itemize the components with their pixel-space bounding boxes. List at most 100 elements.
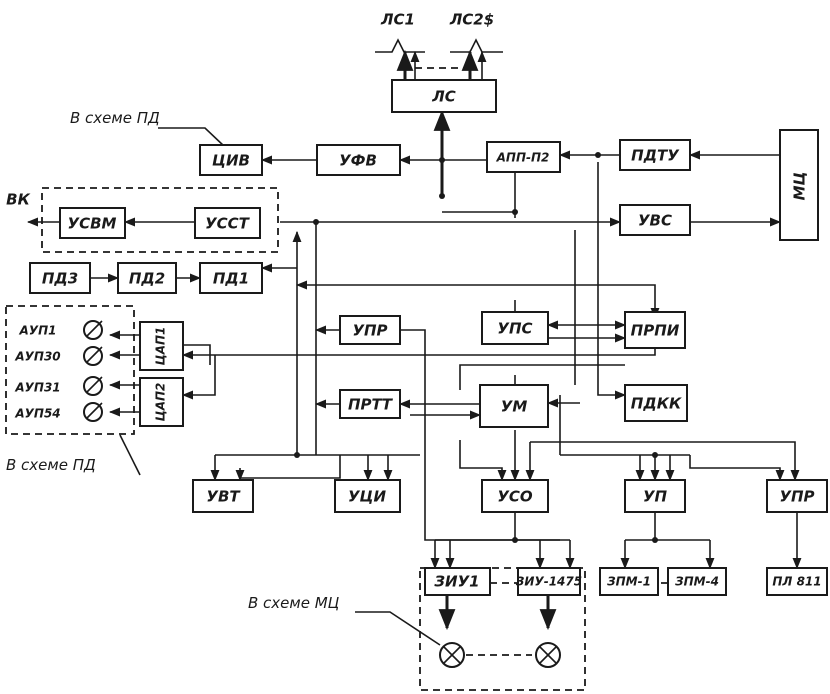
block-upr-mid — [339, 315, 401, 345]
gauge-icon — [83, 402, 103, 422]
block-ziu1 — [424, 567, 491, 596]
prpi-to-tsap1 — [181, 345, 656, 360]
block-pdtu-label: ПДТУ — [631, 147, 680, 165]
aup-instruments: АУП1 АУП30 АУП31 АУП54 — [14, 320, 103, 422]
block-usvm-label: УСВМ — [68, 215, 117, 233]
block-ziu1-label: ЗИУ1 — [434, 573, 479, 591]
tsap-bus — [183, 344, 211, 365]
aup-label: АУП1 — [19, 324, 57, 338]
app-to-pdkk — [597, 162, 627, 400]
lamp-icon — [439, 642, 465, 668]
block-usst — [194, 207, 261, 239]
to-upr-right — [530, 441, 800, 482]
aup-label: АУП31 — [14, 381, 60, 395]
junction-dot — [512, 537, 518, 543]
callout-mc — [355, 611, 441, 646]
gauge-icon — [83, 346, 103, 366]
aup-group-frame — [5, 305, 135, 435]
aup-label: АУП30 — [14, 350, 60, 364]
block-pd2-label: ПД2 — [129, 270, 165, 288]
block-upr-right-label: УПР — [779, 488, 814, 506]
block-up-label: УП — [643, 488, 668, 506]
block-up — [624, 479, 686, 513]
junction-dot — [512, 209, 518, 215]
block-ups-label: УПС — [497, 320, 532, 338]
gauge-icon — [83, 376, 103, 396]
usvm-group-frame — [41, 187, 279, 253]
block-tsap1-label: ЦАП1 — [154, 327, 168, 366]
block-pl811-label: ПЛ 811 — [772, 575, 821, 589]
aup-label: АУП54 — [14, 407, 60, 421]
block-tsap2-label: ЦАП2 — [154, 383, 168, 422]
ls2-line-symbol — [450, 38, 503, 53]
block-pdtu — [619, 139, 691, 171]
block-uvs — [619, 204, 691, 236]
pd1-to-prpi — [295, 280, 660, 320]
block-pd2 — [117, 262, 177, 294]
block-upr-right — [766, 479, 828, 513]
gauge-icon — [83, 320, 103, 340]
block-ziu1475 — [517, 567, 581, 596]
output-ls1-label: ЛС1 — [380, 11, 415, 29]
junction-dot — [439, 193, 445, 199]
block-ls — [391, 79, 497, 113]
block-tsap2 — [139, 377, 184, 427]
junction-dot — [595, 152, 601, 158]
block-um — [479, 384, 549, 428]
blocks: ЛС ЦИВ УФВ АПП-П2 ПДТУ МЦ УСВМ УССТ УВС … — [29, 79, 828, 596]
junction-dot — [652, 452, 658, 458]
block-mc-label: МЦ — [791, 172, 809, 201]
block-pd3-label: ПД3 — [42, 270, 78, 288]
block-pdkk — [624, 384, 688, 422]
block-pdkk-label: ПДКК — [631, 395, 682, 413]
note-scheme-mc: В схеме МЦ — [248, 594, 340, 612]
block-zpm1-label: ЗПМ-1 — [607, 575, 651, 589]
block-ls-label: ЛС — [431, 88, 455, 106]
block-uci — [334, 479, 401, 513]
block-mc — [779, 129, 819, 241]
note-scheme-pd-top: В схеме ПД — [70, 109, 160, 127]
callout-pd-bottom — [119, 434, 141, 476]
block-zpm4 — [667, 567, 727, 596]
ls1-line-symbol — [375, 38, 425, 53]
block-prtt-label: ПРТТ — [348, 396, 394, 414]
junction-dot — [439, 157, 445, 163]
vk-label: ВК — [6, 191, 30, 209]
block-zpm4-label: ЗПМ-4 — [675, 575, 719, 589]
junction-dots — [294, 152, 658, 543]
block-prtt — [339, 389, 401, 419]
block-pd1-label: ПД1 — [213, 270, 249, 288]
block-zpm1 — [599, 567, 659, 596]
block-ziu1475-label: ЗИУ-1475 — [516, 575, 582, 589]
um-prpi — [459, 364, 625, 390]
app-down — [442, 172, 516, 213]
block-uvs-label: УВС — [638, 212, 672, 230]
to-upr-right-2 — [689, 455, 785, 482]
block-pd1 — [199, 262, 263, 294]
callout-pd-top — [158, 127, 226, 148]
block-ups — [481, 311, 549, 345]
block-uso — [481, 479, 549, 513]
block-prpi — [624, 311, 686, 349]
block-prpi-label: ПРПИ — [631, 322, 680, 340]
junction-dot — [652, 537, 658, 543]
block-tsap1 — [139, 321, 184, 371]
output-ls2-label: ЛС2$ — [449, 11, 494, 29]
block-pd3 — [29, 262, 91, 294]
block-ufv-label: УФВ — [339, 152, 377, 170]
block-um-label: УМ — [501, 398, 528, 416]
block-pl811 — [766, 567, 828, 596]
block-ufv — [316, 144, 401, 176]
block-uci-label: УЦИ — [348, 488, 386, 506]
block-uvt-label: УВТ — [206, 488, 241, 506]
tsap2-feed — [181, 355, 216, 400]
to-uso — [459, 440, 507, 482]
block-usvm — [59, 207, 126, 239]
block-civ — [199, 144, 263, 176]
note-scheme-pd-bottom: В схеме ПД — [6, 456, 96, 474]
block-usst-label: УССТ — [205, 215, 251, 233]
block-upr-mid-label: УПР — [352, 322, 387, 340]
junction-dot — [313, 219, 319, 225]
block-uvt — [192, 479, 254, 513]
